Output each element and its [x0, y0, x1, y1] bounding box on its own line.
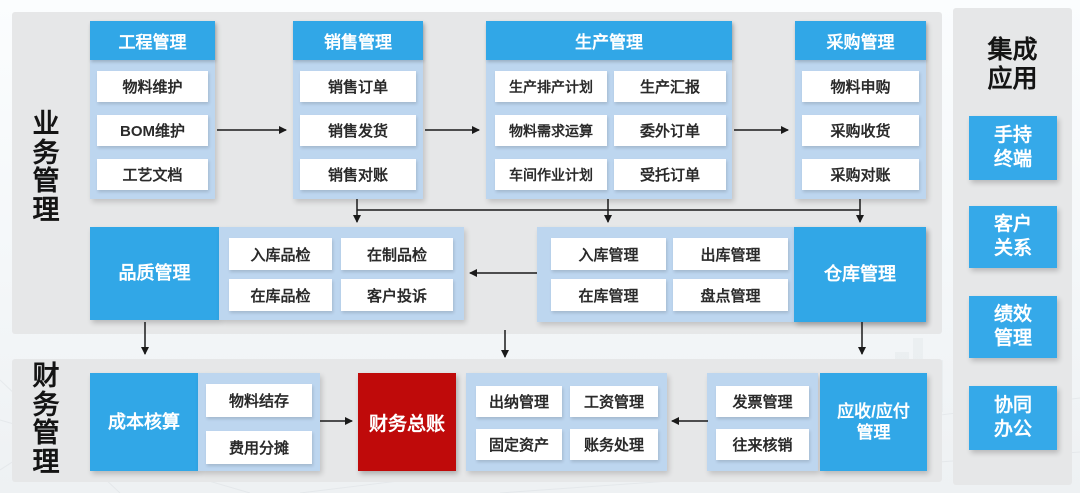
item-expense-allocation: 费用分摊 [206, 431, 312, 464]
item-sales-reconciliation: 销售对账 [300, 159, 416, 190]
item-outsourcing-order: 委外订单 [614, 115, 726, 146]
item-sales-delivery: 销售发货 [300, 115, 416, 146]
item-payroll-management: 工资管理 [570, 386, 658, 417]
item-purchase-receiving: 采购收货 [802, 115, 919, 146]
item-material-requisition: 物料申购 [802, 71, 919, 102]
warehouse-management-box: 仓库管理 [794, 227, 926, 322]
cost-accounting-box: 成本核算 [90, 373, 198, 471]
item-production-scheduling-plan: 生产排产计划 [495, 71, 607, 102]
sales-column: 销售管理 销售订单 销售发货 销售对账 [293, 21, 423, 199]
quality-items-group: 入库品检 在制品检 在库品检 客户投诉 [219, 227, 464, 320]
general-ledger-box: 财务总账 [358, 373, 456, 471]
item-purchase-reconciliation: 采购对账 [802, 159, 919, 190]
cost-items-group: 物料结存 费用分摊 [198, 373, 320, 471]
item-consignment-order: 受托订单 [614, 159, 726, 190]
customer-relationship-box: 客户 关系 [969, 206, 1057, 268]
integration-title: 集成 应用 [987, 36, 1038, 93]
handheld-terminal-box: 手持 终端 [969, 116, 1057, 180]
item-material-balance: 物料结存 [206, 384, 312, 417]
production-header: 生产管理 [486, 21, 732, 60]
item-outbound-management: 出库管理 [673, 238, 788, 270]
cashier-items-group: 出纳管理 工资管理 固定资产 账务处理 [466, 373, 667, 471]
performance-management-box: 绩效 管理 [969, 296, 1057, 358]
item-process-documents: 工艺文档 [97, 159, 208, 190]
sales-header: 销售管理 [293, 21, 423, 60]
production-column: 生产管理 生产排产计划 物料需求运算 车间作业计划 生产汇报 委外订单 受托订单 [486, 21, 732, 199]
item-transaction-verification: 往来核销 [716, 429, 809, 460]
item-incoming-inspection: 入库品检 [229, 238, 332, 270]
item-bom-maintenance: BOM维护 [97, 115, 208, 146]
invoice-items-group: 发票管理 往来核销 [707, 373, 818, 471]
item-stocktaking-management: 盘点管理 [673, 279, 788, 311]
item-material-requirements-planning: 物料需求运算 [495, 115, 607, 146]
procurement-header: 采购管理 [795, 21, 926, 60]
item-invoice-management: 发票管理 [716, 386, 809, 417]
item-fixed-assets: 固定资产 [476, 429, 562, 460]
collaborative-office-box: 协同 办公 [969, 386, 1057, 450]
quality-management-box: 品质管理 [90, 227, 219, 320]
item-inbound-management: 入库管理 [551, 238, 666, 270]
engineering-column: 工程管理 物料维护 BOM维护 工艺文档 [90, 21, 215, 199]
item-customer-complaints: 客户投诉 [341, 279, 453, 311]
item-cashier-management: 出纳管理 [476, 386, 562, 417]
business-management-label: 业 务 管 理 [32, 109, 60, 225]
item-production-report: 生产汇报 [614, 71, 726, 102]
finance-management-label: 财 务 管 理 [32, 361, 60, 477]
item-sales-order: 销售订单 [300, 71, 416, 102]
item-workshop-operation-plan: 车间作业计划 [495, 159, 607, 190]
item-material-maintenance: 物料维护 [97, 71, 208, 102]
item-in-process-inspection: 在制品检 [341, 238, 453, 270]
warehouse-group: 入库管理 出库管理 在库管理 盘点管理 仓库管理 [537, 227, 926, 322]
engineering-header: 工程管理 [90, 21, 215, 60]
item-in-stock-management: 在库管理 [551, 279, 666, 311]
ar-ap-management-box: 应收/应付 管理 [820, 373, 927, 471]
procurement-column: 采购管理 物料申购 采购收货 采购对账 [795, 21, 926, 199]
item-accounting-processing: 账务处理 [570, 429, 658, 460]
item-in-stock-inspection: 在库品检 [229, 279, 332, 311]
